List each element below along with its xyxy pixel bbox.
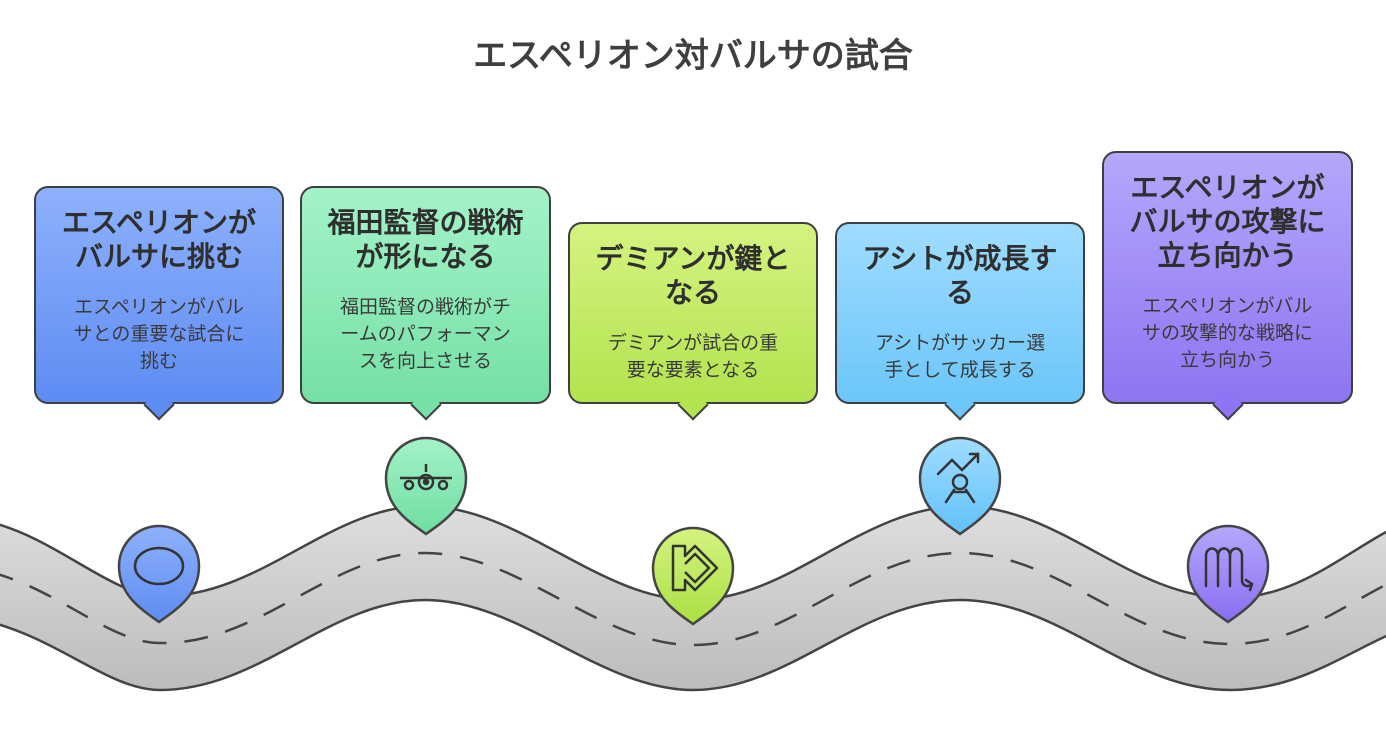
step-2-heading: 福田監督の戦術 が形になる [327,206,524,273]
step-card-5: エスペリオンが バルサの攻撃に 立ち向かう エスペリオンがバル サの攻撃的な戦略… [1102,151,1353,421]
step-2-text: 福田監督の戦術がチ ームのパフォーマン スを向上させる [339,296,511,372]
pin-4 [918,436,1002,536]
play-arrow-icon [671,544,719,592]
pin-2 [384,436,468,536]
step-1-text: エスペリオンがバル サとの重要な試合に 挑む [73,296,245,372]
pin-3 [651,526,735,626]
step-card-3: デミアンが鍵と なる デミアンが試合の重 要な要素となる [568,222,818,421]
step-5-text: エスペリオンがバル サの攻撃的な戦略に 立ち向かう [1141,295,1313,371]
pin-1 [117,524,201,624]
step-3-heading: デミアンが鍵と なる [595,242,791,309]
scorpio-icon [1204,547,1254,592]
step-card-1: エスペリオンが バルサに挑む エスペリオンがバル サとの重要な試合に 挑む [34,186,284,421]
growth-person-icon [936,452,980,504]
step-3-text: デミアンが試合の重 要な要素となる [607,332,779,381]
pin-5 [1186,524,1270,624]
road-center-line [0,551,1386,647]
step-4-text: アシトがサッカー選 手として成長する [874,332,1046,381]
step-4-heading: アシトが成長す る [862,242,1058,309]
diagram-title: エスペリオン対バルサの試合 [473,36,913,76]
step-1-heading: エスペリオンが バルサに挑む [61,206,257,273]
airplane-icon [400,464,452,491]
step-card-4: アシトが成長す る アシトがサッカー選 手として成長する [835,222,1085,421]
step-card-2: 福田監督の戦術 が形になる 福田監督の戦術がチ ームのパフォーマン スを向上させ… [300,186,551,421]
step-5-heading: エスペリオンが バルサの攻撃に 立ち向かう [1129,171,1326,272]
oval-icon [133,546,185,586]
